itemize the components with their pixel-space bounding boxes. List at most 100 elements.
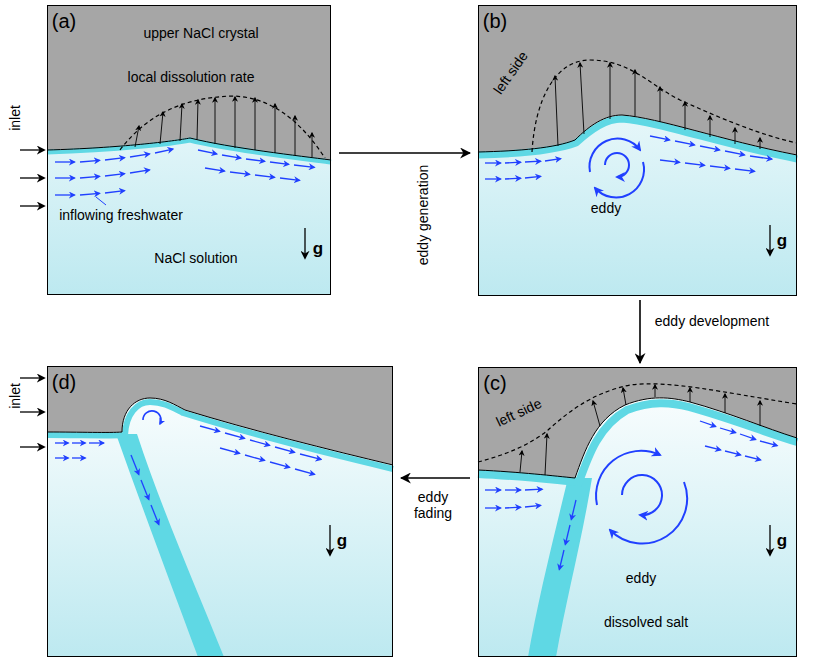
flow-arrow [505,178,521,180]
flow-arrow [80,176,100,178]
flow-arrow [141,480,149,500]
interface [47,398,393,465]
flow-arrow [525,489,542,491]
gravity-symbol: g [313,240,323,259]
dissolved-salt-plume [528,478,592,657]
dissolution-arrow [555,76,558,146]
panel-letter: (d) [52,371,76,393]
solution [47,5,331,295]
dissolution-arrow [690,388,691,402]
flow-arrow [720,428,736,433]
arrow [769,525,770,555]
flow-arrow [55,442,68,443]
dissolution-arrow [255,98,256,150]
flow-arrow [105,158,125,160]
arrow [304,228,305,258]
dissolution-rate-curve [532,60,797,152]
dissolution-arrow [135,126,139,147]
dissolution-arrow [660,87,661,122]
flow-arrow [735,169,755,171]
flow-arrow [105,191,125,193]
dissolution-arrow [180,104,182,141]
flow-arrow [270,162,289,164]
panel: (b) left side eddy g [478,5,797,296]
crystal [47,366,393,465]
flow-arrow [55,457,68,458]
gravity-symbol: g [777,532,787,551]
arrow [769,225,770,255]
arrow [20,446,44,447]
eddy-label: eddy [626,571,656,586]
flow-arrow [685,163,705,165]
flow-arrow [745,456,761,460]
crystal [47,5,331,160]
edge-label: eddy fading [408,489,458,521]
flow-arrow [760,441,777,446]
plume-label: dissolved salt [604,615,688,630]
flow-arrow [250,440,270,445]
flow-arrow [571,500,576,520]
flow-arrow [89,442,104,443]
gravity-symbol: g [777,232,787,251]
flow-arrow [205,168,225,171]
region-label: upper NaCl crystal [143,26,258,41]
flow-arrow [559,550,564,570]
flow-arrow [750,156,772,159]
flow-arrow [485,162,501,163]
process-arrow [339,152,470,154]
dissolution-arrow [635,70,636,116]
flow-arrow [131,455,139,475]
panel: (a)upper NaCl crystallocal dissolution r… [47,5,331,295]
boundary-layer [47,140,331,162]
dissolution-arrow [760,138,761,149]
dissolution-arrow [760,401,761,426]
flow-arrow [294,165,314,167]
panel-letter: (b) [483,10,507,32]
dissolution-arrow [545,434,547,475]
flow-arrow [505,162,521,164]
eddy-arrow [595,162,644,198]
inlet-label: inlet [7,105,23,131]
dissolution-arrow [197,100,198,140]
dissolution-arrow [593,401,600,426]
flow-arrow [485,489,501,490]
flow-arrow [565,525,570,545]
edge-label: eddy generation [415,165,431,265]
flow-arrow [55,161,75,162]
flow-arrow [230,172,250,174]
interface [478,115,797,155]
eddy-label: eddy [591,201,621,216]
curve-label: local dissolution rate [128,70,255,85]
eddy-arrow [143,411,161,424]
flow-arrow [705,446,721,450]
curve-label: left side [491,49,531,97]
flow-arrow [105,174,125,176]
flow-arrow [225,433,245,438]
flow-arrow [700,421,716,426]
dissolution-arrow [710,116,711,137]
dissolution-arrow [235,97,236,148]
dissolution-arrow [623,388,626,405]
panel: (d)g [47,366,393,657]
solution [47,366,393,657]
dissolution-arrow [610,63,611,119]
flow-arrow [660,160,680,162]
arrow [20,205,44,206]
dissolution-arrow [520,451,522,472]
dissolution-arrow [215,98,216,144]
flow-arrow [151,505,159,525]
dissolution-arrow [580,63,584,134]
flow-arrow [130,170,150,173]
boundary-layer [47,402,393,469]
flow-arrow [155,149,173,153]
flow-arrow [80,193,100,195]
dissolution-arrow [655,385,656,397]
arrow [20,177,44,178]
arrow [20,411,44,412]
solution [478,367,797,657]
flow-arrow [740,434,756,439]
flow-arrow [245,455,265,460]
